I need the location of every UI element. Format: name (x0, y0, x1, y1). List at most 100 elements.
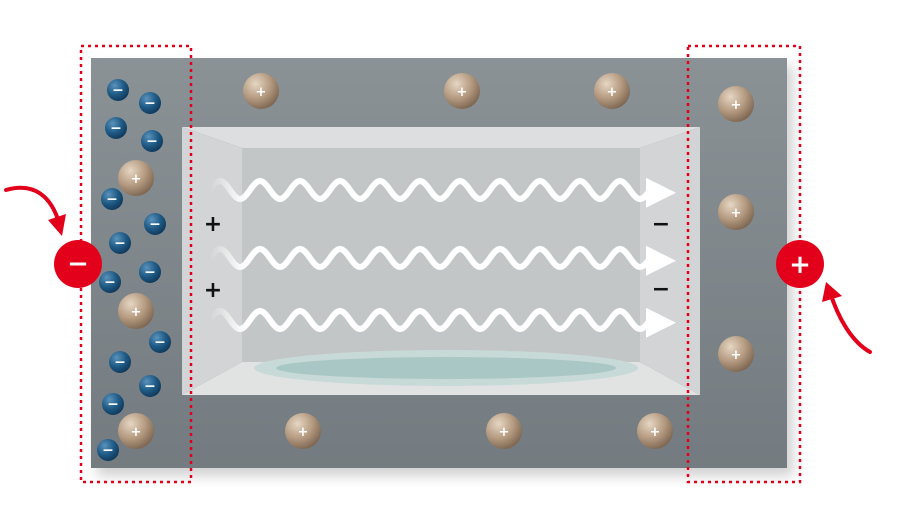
positive-ion-ball (486, 413, 522, 449)
minus-icon: − (114, 355, 126, 371)
flow-arrowhead (646, 245, 676, 276)
minus-icon: − (144, 96, 156, 112)
positive-ion: + (243, 73, 279, 109)
positive-ion-ball (637, 413, 673, 449)
negative-ion: − (139, 261, 161, 283)
positive-ions: + + + + + + + + + + + + (118, 73, 754, 449)
positive-ion: + (444, 73, 480, 109)
negative-ion-ball (109, 351, 131, 373)
negative-ion-ball (141, 130, 163, 152)
plus-icon: + (607, 85, 618, 100)
plus-icon: + (731, 206, 742, 221)
positive-ion: + (118, 413, 154, 449)
negative-ion-ball (102, 393, 124, 415)
flow-waves (207, 177, 676, 338)
positive-arrow (828, 290, 872, 354)
plus-icon: + (298, 425, 309, 440)
negative-ion-ball (99, 271, 121, 293)
positive-ion-ball (118, 293, 154, 329)
flow-arrowhead (646, 307, 676, 338)
plus-icon: + (731, 98, 742, 113)
positive-ion-ball (718, 194, 754, 230)
puddle (276, 357, 616, 379)
plus-icon: + (131, 425, 142, 440)
flow-arrowhead (646, 177, 676, 208)
negative-ions: − − − − − − − − − − − − − − (97, 79, 171, 461)
negative-ion-ball (149, 331, 171, 353)
negative-ion-ball (139, 375, 161, 397)
minus-icon: − (154, 335, 166, 351)
negative-ion-ball (101, 188, 123, 210)
flow-wave (207, 245, 651, 271)
negative-ion: − (105, 117, 127, 139)
positive-electrode: + (776, 240, 872, 354)
plus-icon: + (457, 85, 468, 100)
negative-terminal (54, 240, 102, 288)
positive-terminal (776, 240, 824, 288)
negative-ion: − (139, 92, 161, 114)
flow-wave (207, 307, 651, 333)
minus-icon: − (114, 236, 126, 252)
channel-top-wall (182, 127, 700, 148)
minus-icon: − (149, 217, 161, 233)
positive-ion: + (718, 336, 754, 372)
negative-ion-ball (97, 439, 119, 461)
negative-ion-ball (139, 92, 161, 114)
negative-ion: − (149, 331, 171, 353)
negative-ion: − (139, 375, 161, 397)
positive-ion: + (637, 413, 673, 449)
positive-ion: + (594, 73, 630, 109)
minus-field-mark: − (652, 277, 670, 302)
channel (182, 127, 700, 395)
negative-ion-ball (105, 117, 127, 139)
positive-arrowhead (822, 282, 842, 302)
plus-field-mark: + (204, 212, 222, 237)
negative-ion: − (109, 351, 131, 373)
positive-ion: + (118, 160, 154, 196)
positive-ion: + (285, 413, 321, 449)
positive-ion-ball (243, 73, 279, 109)
negative-ion-ball (107, 79, 129, 101)
minus-icon: − (144, 265, 156, 281)
channel-left-wall (182, 127, 242, 395)
plus-field-mark: + (204, 278, 222, 303)
minus-icon: − (146, 134, 158, 150)
minus-icon: − (144, 379, 156, 395)
plus-icon: + (131, 172, 142, 187)
negative-ion-ball (144, 213, 166, 235)
flow-wave (207, 177, 651, 203)
positive-ion: + (486, 413, 522, 449)
negative-ion: − (144, 213, 166, 235)
positive-ion-ball (285, 413, 321, 449)
negative-ion: − (101, 188, 123, 210)
negative-electrode: − (4, 185, 102, 288)
negative-ion-ball (139, 261, 161, 283)
positive-ion-ball (718, 86, 754, 122)
field-marks: + + − − (204, 212, 670, 303)
minus-icon: − (107, 397, 119, 413)
negative-ion: − (99, 271, 121, 293)
minus-icon: − (104, 275, 116, 291)
minus-field-mark: − (652, 212, 670, 237)
negative-ion-ball (109, 232, 131, 254)
positive-ion-ball (118, 413, 154, 449)
negative-arrowhead (48, 214, 66, 236)
positive-ion-ball (594, 73, 630, 109)
minus-icon: − (110, 121, 122, 137)
positive-ion: + (718, 194, 754, 230)
negative-ion: − (109, 232, 131, 254)
negative-ion: − (102, 393, 124, 415)
plus-icon: + (789, 250, 811, 280)
minus-icon: − (106, 192, 118, 208)
minus-icon: − (112, 83, 124, 99)
plus-icon: + (650, 425, 661, 440)
minus-icon: − (67, 249, 89, 279)
negative-ion: − (141, 130, 163, 152)
minus-icon: − (102, 443, 114, 459)
plus-icon: + (731, 348, 742, 363)
plus-icon: + (256, 85, 267, 100)
positive-ion: + (118, 293, 154, 329)
positive-ion-ball (444, 73, 480, 109)
plus-icon: + (499, 425, 510, 440)
